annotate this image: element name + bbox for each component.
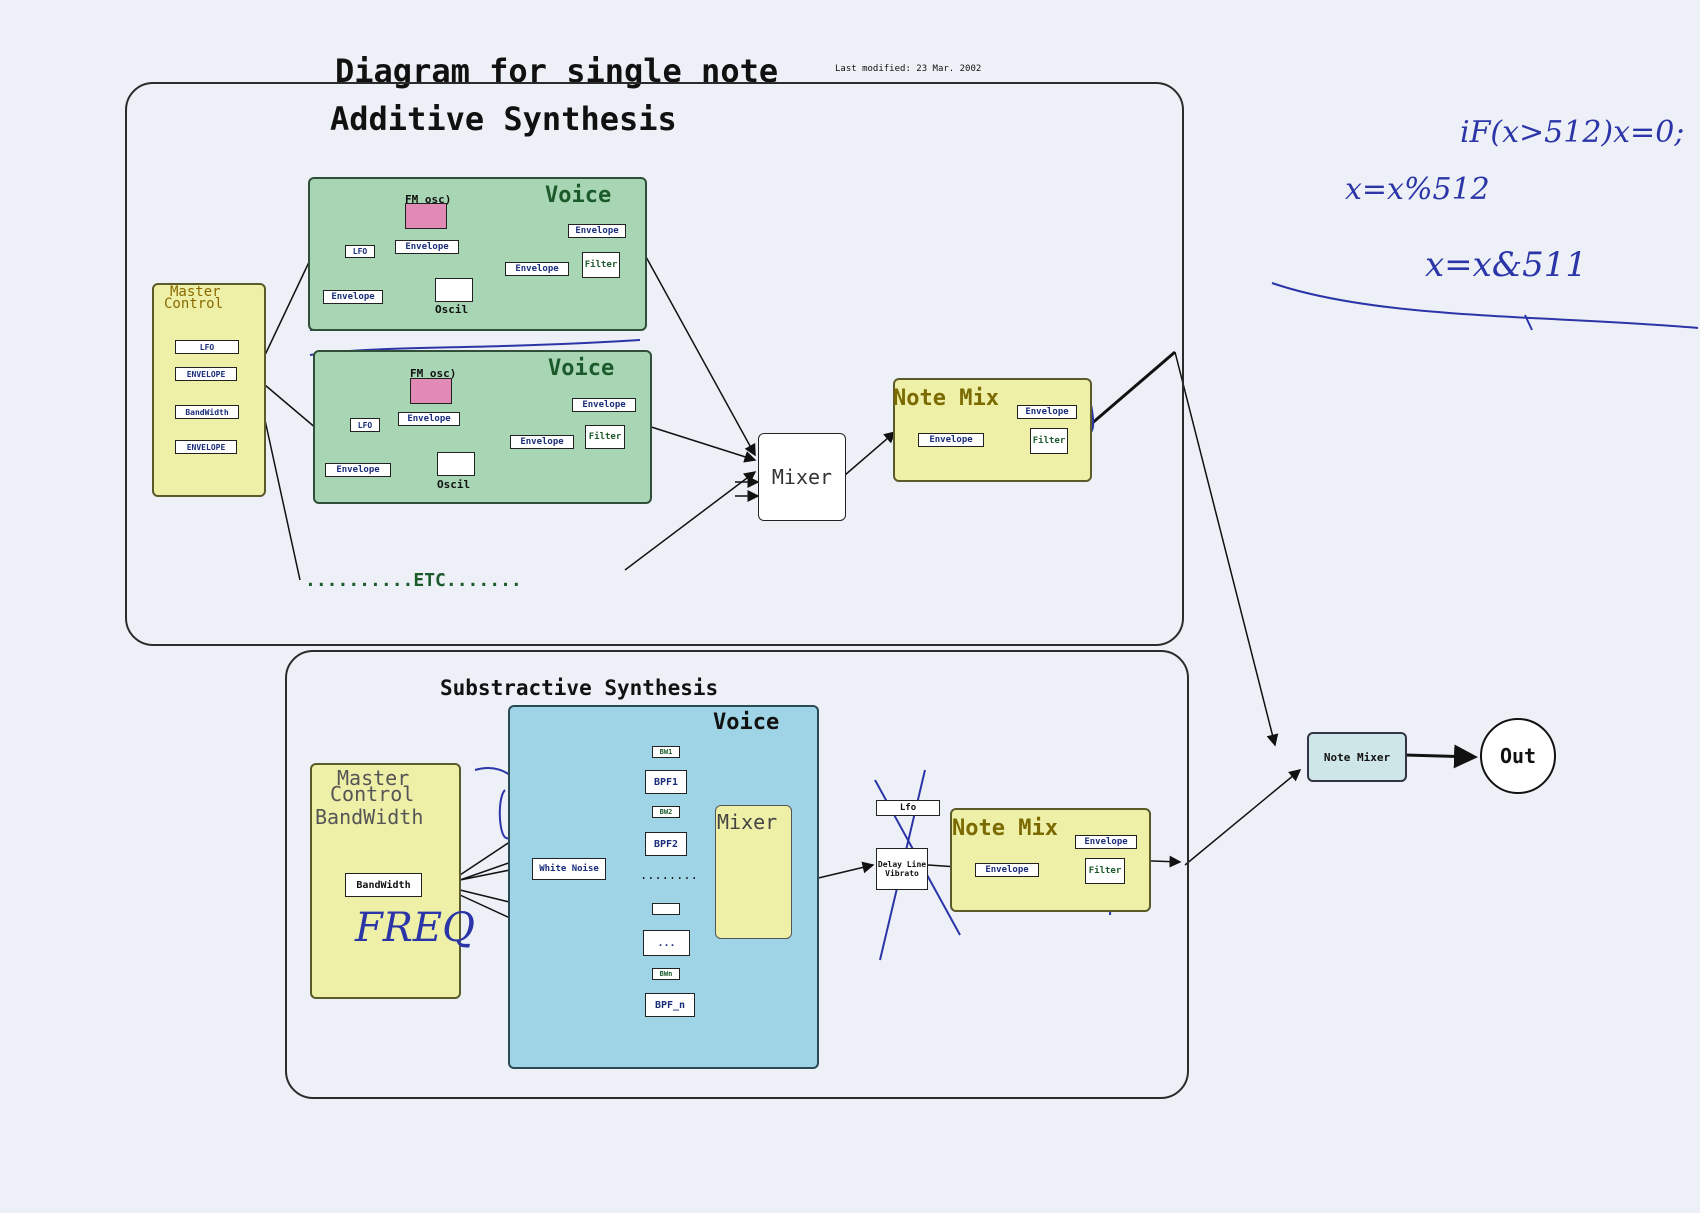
additive-synthesis-title: Additive Synthesis — [330, 100, 677, 138]
additive-synthesis-panel — [125, 82, 1184, 646]
bpf2-box: BPF2 — [645, 832, 687, 856]
last-modified: Last modified: 23 Mar. 2002 — [835, 64, 982, 74]
bpf-ellipsis-box: ... — [643, 930, 690, 956]
master-control-subtitle: Control — [164, 296, 224, 312]
voice-2-lfo: LFO — [350, 418, 380, 432]
master-envelope-box-2: ENVELOPE — [175, 440, 237, 454]
bwn-box: BWn — [652, 968, 680, 980]
handwritten-note-2: x=x%512 — [1345, 172, 1490, 207]
voice-2-fm-osc — [410, 378, 452, 404]
voice-2-envelope-d: Envelope — [572, 398, 636, 412]
voice-2-filter: Filter — [585, 425, 625, 449]
voice-2-envelope-a: Envelope — [398, 412, 460, 426]
voice-1-fm-osc — [405, 203, 447, 229]
subtractive-master-control — [310, 763, 461, 999]
etc-label: ..........ETC....... — [305, 570, 522, 591]
voice-1-lfo: LFO — [345, 245, 375, 258]
voice-2-label: Voice — [548, 356, 615, 381]
bw1-box: BW1 — [652, 746, 680, 758]
handwritten-note-1: iF(x>512)x=0; — [1460, 115, 1685, 150]
additive-note-mix-envelope-a: Envelope — [1017, 405, 1077, 419]
subtractive-note-mix-envelope-a: Envelope — [1075, 835, 1137, 849]
voice-2-envelope-b: Envelope — [325, 463, 391, 477]
handwritten-note-3: x=x&511 — [1425, 245, 1587, 285]
master-bandwidth-box: BandWidth — [175, 405, 239, 419]
additive-note-mix-envelope-b: Envelope — [918, 433, 984, 447]
bpf-dots: ........ — [640, 868, 698, 882]
voice-1-envelope-c: Envelope — [505, 262, 569, 276]
bpf-n-box: BPF_n — [645, 993, 695, 1017]
master-envelope-box: ENVELOPE — [175, 367, 237, 381]
additive-mixer: Mixer — [758, 433, 846, 521]
voice-2-fm-osc-label: FM osc) — [410, 367, 457, 380]
subtractive-note-mix-filter: Filter — [1085, 858, 1125, 884]
bpf1-box: BPF1 — [645, 770, 687, 794]
master-lfo-box: LFO — [175, 340, 239, 354]
delay-line-box: Delay Line Vibrato — [876, 848, 928, 890]
subtractive-bandwidth-box: BandWidth — [345, 873, 422, 897]
subtractive-voice-label: Voice — [713, 710, 780, 735]
voice-1-fm-osc-label: FM osc) — [405, 193, 452, 206]
voice-1-filter: Filter — [582, 252, 620, 278]
master-control-title: Master — [170, 284, 221, 300]
subtractive-synthesis-title: Substractive Synthesis — [440, 676, 719, 700]
subtractive-master-subtitle: Control — [330, 782, 415, 806]
subtractive-bandwidth-label: BandWidth — [315, 805, 424, 829]
out-node: Out — [1480, 718, 1556, 794]
lfo-box: Lfo — [876, 800, 940, 816]
subtractive-mixer — [715, 805, 792, 939]
voice-2-oscil-label: Oscil — [437, 478, 471, 491]
voice-1-envelope-b: Envelope — [323, 290, 383, 304]
vibrato-label: Vibrato — [885, 869, 919, 878]
additive-note-mix-label: Note Mix — [893, 386, 999, 411]
voice-2-oscil — [437, 452, 475, 476]
voice-1-label: Voice — [545, 183, 612, 208]
subtractive-master-title: Master — [337, 766, 410, 790]
subtractive-synthesis-panel — [285, 650, 1189, 1099]
voice-2-envelope-c: Envelope — [510, 435, 574, 449]
additive-note-mix-filter: Filter — [1030, 428, 1068, 454]
additive-master-control — [152, 283, 266, 497]
bw2-box: BW2 — [652, 806, 680, 818]
subtractive-note-mix-label: Note Mix — [952, 816, 1058, 841]
freq-annotation: FREQ — [355, 905, 475, 951]
bw-blank-box — [652, 903, 680, 915]
subtractive-note-mix-envelope-b: Envelope — [975, 863, 1039, 877]
white-noise-box: White Noise — [532, 858, 606, 880]
subtractive-mixer-label: Mixer — [717, 810, 778, 834]
note-mixer-box: Note Mixer — [1307, 732, 1407, 782]
voice-1-envelope-d: Envelope — [568, 224, 626, 238]
voice-1-envelope-a: Envelope — [395, 240, 459, 254]
voice-1-oscil — [435, 278, 473, 302]
delay-line-label: Delay Line — [877, 860, 927, 869]
voice-1-oscil-label: Oscil — [435, 303, 469, 316]
